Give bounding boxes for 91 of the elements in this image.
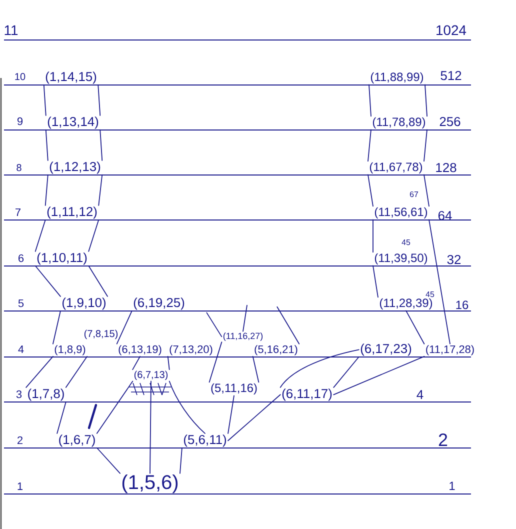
connecting-line: [26, 356, 54, 388]
number-triple: (1,14,15): [46, 72, 96, 84]
stub-line: [276, 306, 300, 344]
row-number: 8: [16, 164, 22, 172]
connecting-line: [252, 356, 260, 383]
number-triple: (1,8,9): [54, 345, 86, 356]
number-triple: (1,10,11): [37, 252, 87, 265]
number-triple: (11,39,50): [374, 253, 428, 264]
side-number: 16: [456, 300, 468, 310]
number-triple: (7,13,20): [170, 345, 212, 356]
connecting-line: [96, 380, 134, 434]
connecting-line: [424, 129, 428, 162]
side-number: 1: [450, 482, 455, 490]
row-number: 4: [18, 345, 24, 353]
number-triple: (1,9,10): [62, 298, 106, 310]
row-number: 5: [18, 299, 24, 308]
number-triple: (11,88,99): [370, 72, 424, 84]
connecting-line: [280, 349, 360, 388]
number-triple: (11,16,27): [223, 332, 263, 341]
connecting-line: [150, 380, 152, 474]
connecting-line: [116, 310, 132, 344]
connecting-line: [88, 219, 100, 252]
stub-line: [206, 312, 222, 338]
number-triple: (5,6,11): [184, 434, 226, 447]
connecting-line: [428, 219, 450, 344]
side-number: 128: [436, 162, 456, 172]
connecting-line: [167, 356, 170, 370]
connecting-line: [424, 84, 428, 117]
connecting-line: [368, 174, 374, 207]
number-triple: (1,11,12): [47, 206, 97, 219]
side-number: 1024: [436, 25, 466, 36]
connecting-line: [56, 401, 66, 434]
connecting-line: [368, 84, 372, 117]
row-number: 10: [15, 73, 26, 80]
number-triple: (1,12,13): [50, 162, 100, 174]
connecting-line: [98, 84, 101, 116]
row-number: 9: [17, 117, 23, 126]
row-number: 7: [16, 208, 20, 216]
connecting-line: [228, 394, 281, 442]
number-triple: (6,13,19): [118, 345, 162, 356]
side-number: 2: [438, 433, 448, 446]
connecting-line: [168, 380, 206, 434]
number-triple: (1,7,8): [28, 388, 64, 401]
connecting-line: [45, 129, 48, 161]
connecting-line: [368, 129, 372, 162]
connecting-line: [43, 84, 46, 116]
connecting-line: [34, 219, 46, 252]
connecting-line: [132, 356, 140, 370]
number-triple: (5,11,16): [211, 383, 257, 394]
connecting-line: [228, 395, 234, 434]
connecting-line: [333, 356, 360, 388]
connecting-line: [372, 265, 378, 298]
number-triple: (1,13,14): [48, 116, 98, 129]
row-number: 6: [18, 254, 24, 262]
row-number: 3: [16, 390, 22, 398]
number-triple: (5,16,21): [254, 345, 298, 356]
connecting-line: [88, 265, 108, 297]
number-triple: (6,17,23): [360, 344, 412, 356]
connecting-line: [208, 342, 222, 383]
row-number: 11: [4, 25, 18, 35]
connecting-line: [65, 356, 88, 388]
number-triple: (6,7,13): [134, 370, 168, 380]
side-number: 512: [440, 70, 462, 80]
connecting-line: [96, 447, 120, 474]
row-number: 1: [18, 482, 23, 490]
connecting-line: [424, 174, 430, 207]
connecting-line: [100, 129, 103, 161]
row-number: 2: [18, 436, 22, 444]
number-triple: (6,19,25): [134, 298, 184, 310]
number-triple: (7,8,15): [84, 330, 118, 340]
connecting-line: [372, 219, 374, 253]
number-triple: (1,6,7): [59, 434, 95, 447]
number-triple: (6,11,17): [282, 388, 332, 401]
number-triple: (11,56,61): [374, 207, 428, 218]
stub-line: [242, 304, 248, 332]
number-triple: (11,28,39): [380, 298, 432, 310]
connecting-line: [52, 310, 61, 344]
number-triple: (11,78,89): [372, 117, 426, 128]
connecting-line: [44, 174, 48, 206]
number-triple: (1,5,6): [122, 474, 178, 494]
connecting-line: [406, 310, 425, 344]
side-number: 32: [447, 254, 461, 264]
side-number: 64: [438, 210, 452, 220]
connecting-line: [333, 356, 425, 396]
connecting-line: [34, 265, 61, 297]
side-number: 4: [416, 390, 424, 399]
number-triple: (11,67,78): [370, 162, 422, 174]
number-triple: (11,17,28): [426, 345, 474, 356]
connecting-line: [98, 174, 103, 206]
connecting-line: [180, 447, 182, 474]
side-number: 256: [440, 116, 460, 126]
